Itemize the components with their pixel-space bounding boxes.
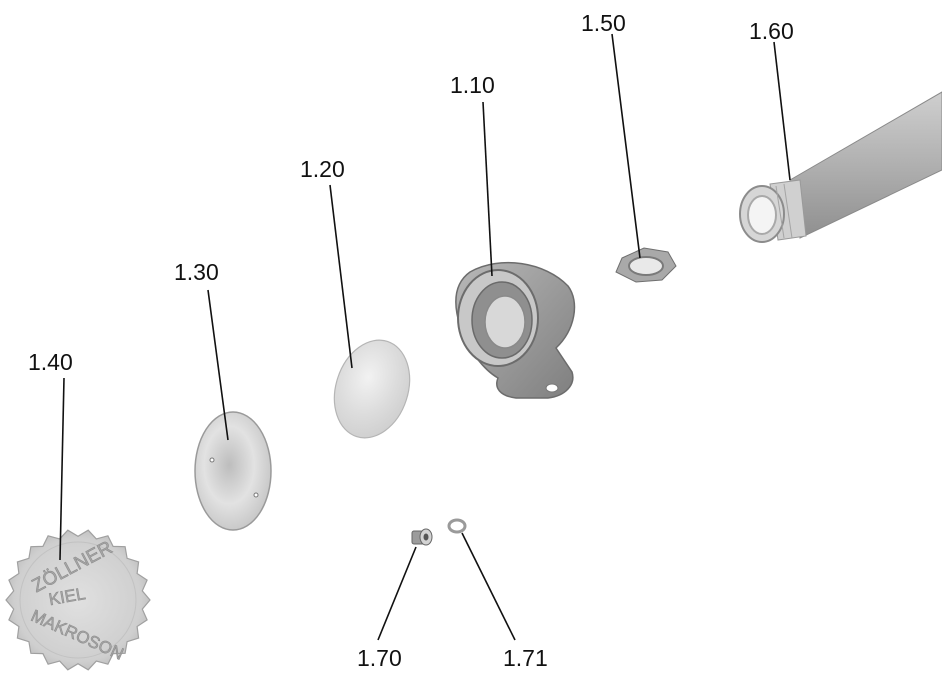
leader-line-1.70	[377, 546, 417, 641]
label-1.71: 1.71	[503, 645, 548, 671]
label-1.60: 1.60	[749, 18, 794, 44]
label-1.20: 1.20	[300, 156, 345, 182]
label-1.10: 1.10	[450, 72, 495, 98]
washer	[447, 518, 467, 534]
diaphragm	[333, 339, 411, 439]
lid-inner-ring	[19, 541, 137, 659]
lid: ZÖLLNER KIEL MAKROSON	[5, 529, 151, 671]
leader-line-1.30	[207, 289, 229, 441]
leader-line-1.20	[329, 184, 353, 369]
lid-scalloped-edge	[5, 529, 151, 671]
leader-line-1.40	[59, 377, 65, 561]
screw	[411, 528, 433, 546]
housing	[455, 261, 576, 399]
leader-line-1.10	[482, 101, 493, 277]
label-1.50: 1.50	[581, 10, 626, 36]
label-1.30: 1.30	[174, 259, 219, 285]
label-1.70: 1.70	[357, 645, 402, 671]
leader-line-1.71	[461, 532, 516, 641]
cover-disc	[194, 411, 272, 531]
hex-nut	[615, 247, 677, 283]
pipe	[739, 91, 942, 243]
leader-line-1.60	[773, 41, 791, 181]
label-1.40: 1.40	[28, 349, 73, 375]
leader-line-1.50	[611, 33, 641, 259]
